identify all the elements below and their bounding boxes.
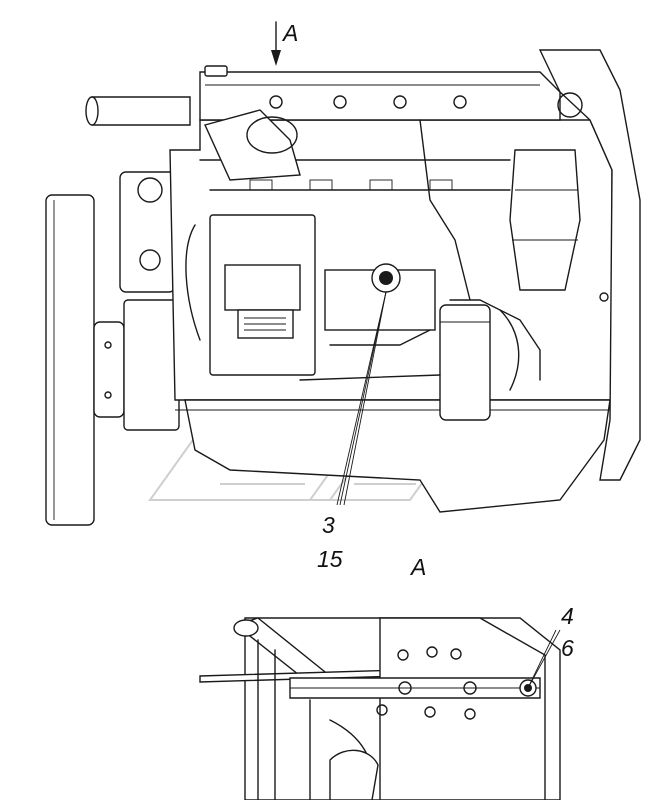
fan-pulley <box>119 171 176 293</box>
detail-callout-leaders <box>527 629 561 689</box>
callout-6-label: 6 <box>561 635 574 661</box>
intake-pipe <box>85 96 301 181</box>
detail-view-a <box>199 617 561 800</box>
view-marker-label: A <box>283 20 299 46</box>
oil-filter <box>439 304 491 421</box>
ecu-unit <box>185 214 316 376</box>
callout-4-label: 4 <box>561 603 574 629</box>
engine-callout-leaders <box>336 291 387 506</box>
detail-view-title: A <box>411 554 427 580</box>
fuel-filter <box>509 149 581 291</box>
flywheel <box>45 194 95 526</box>
fuel-lines <box>299 119 541 391</box>
flywheel-housing <box>538 49 641 481</box>
view-direction-arrow <box>271 21 281 66</box>
central-fitting <box>324 263 436 331</box>
callout-3-label: 3 <box>322 512 335 538</box>
callout-15-label: 15 <box>317 546 343 572</box>
crank-pulley <box>93 299 180 431</box>
